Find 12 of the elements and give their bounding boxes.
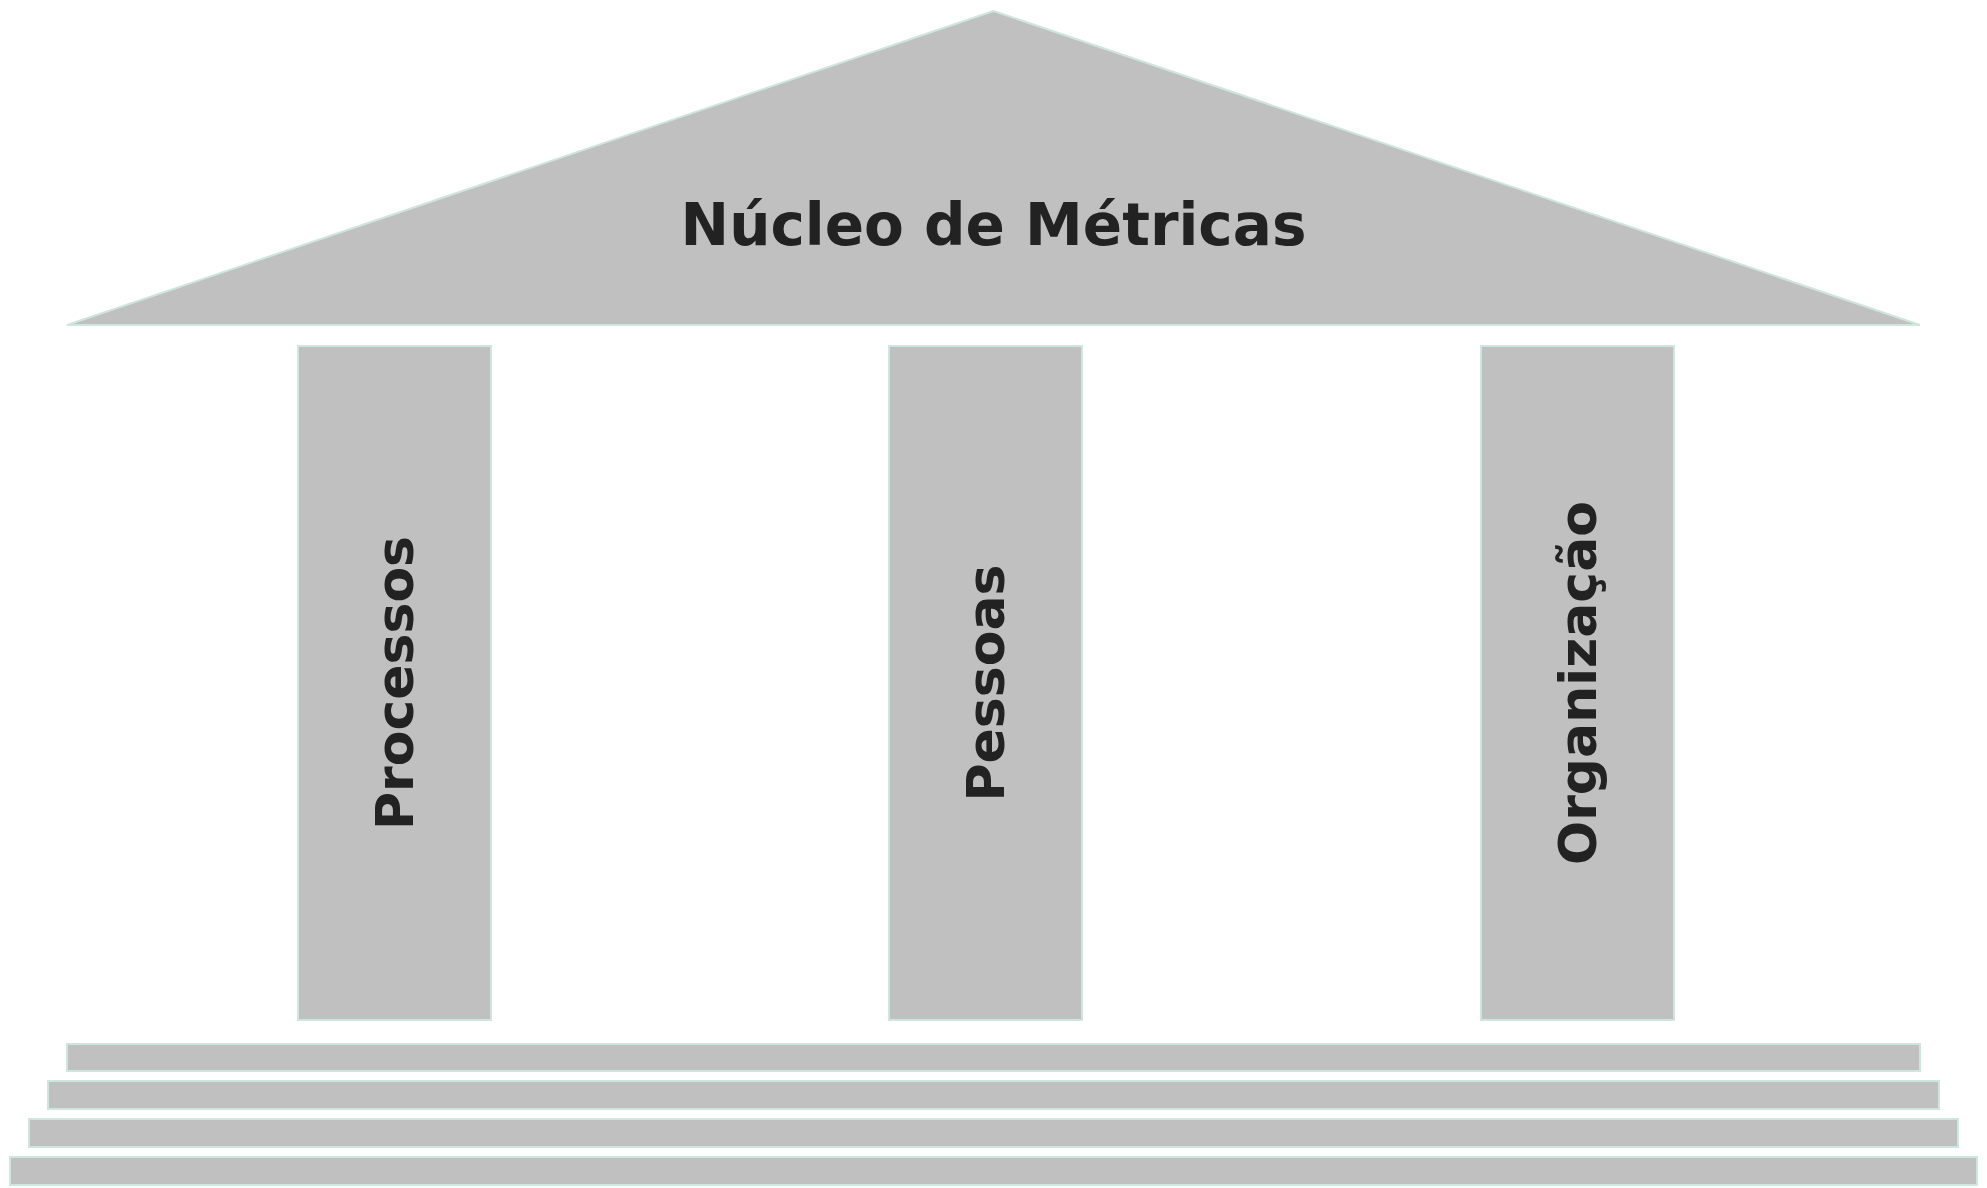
pillar <box>888 345 1083 1021</box>
roof-triangle <box>66 10 1921 326</box>
pillar-label: Pessoas <box>955 564 1016 802</box>
pillar <box>1480 345 1675 1021</box>
step-bar <box>28 1118 1959 1148</box>
roof-title: Núcleo de Métricas <box>680 191 1307 259</box>
step-bar <box>9 1156 1978 1186</box>
step-bar <box>66 1043 1921 1072</box>
pillar <box>297 345 492 1021</box>
pillar-label: Organização <box>1547 501 1608 865</box>
step-bar <box>47 1080 1940 1110</box>
pillar-label: Processos <box>364 535 425 831</box>
